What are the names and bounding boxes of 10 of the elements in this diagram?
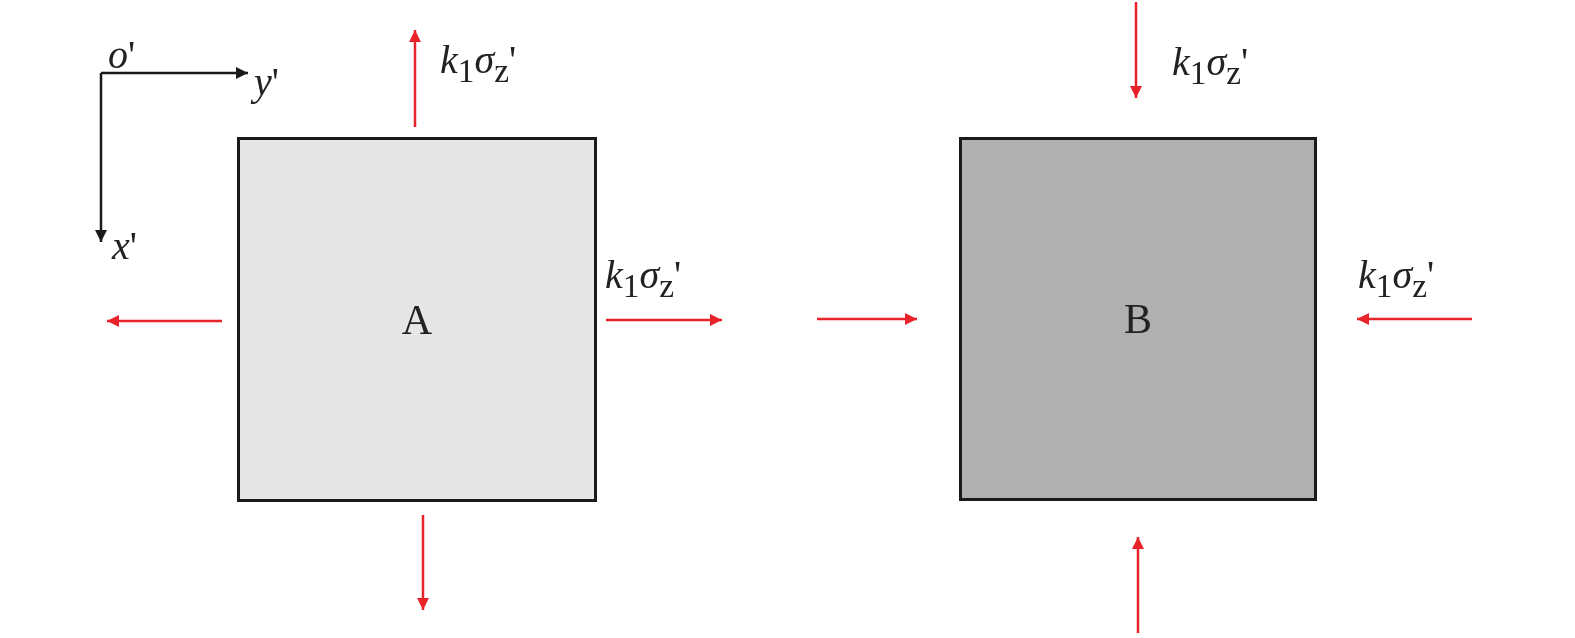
stress-label: k$_{1}$σ$_{z}$' bbox=[440, 40, 517, 88]
block-label: A bbox=[401, 295, 433, 344]
block-label: B bbox=[1124, 295, 1152, 343]
stress-label: k$_{1}$σ$_{z}$' bbox=[605, 255, 682, 303]
axis-label: o' bbox=[108, 35, 136, 75]
square-block bbox=[959, 137, 1317, 501]
square-block bbox=[237, 137, 597, 502]
stress-label: k$_{1}$σ$_{z}$' bbox=[1358, 255, 1435, 303]
axis-label: x' bbox=[112, 226, 137, 266]
stress-label: k$_{1}$σ$_{z}$' bbox=[1172, 42, 1249, 90]
